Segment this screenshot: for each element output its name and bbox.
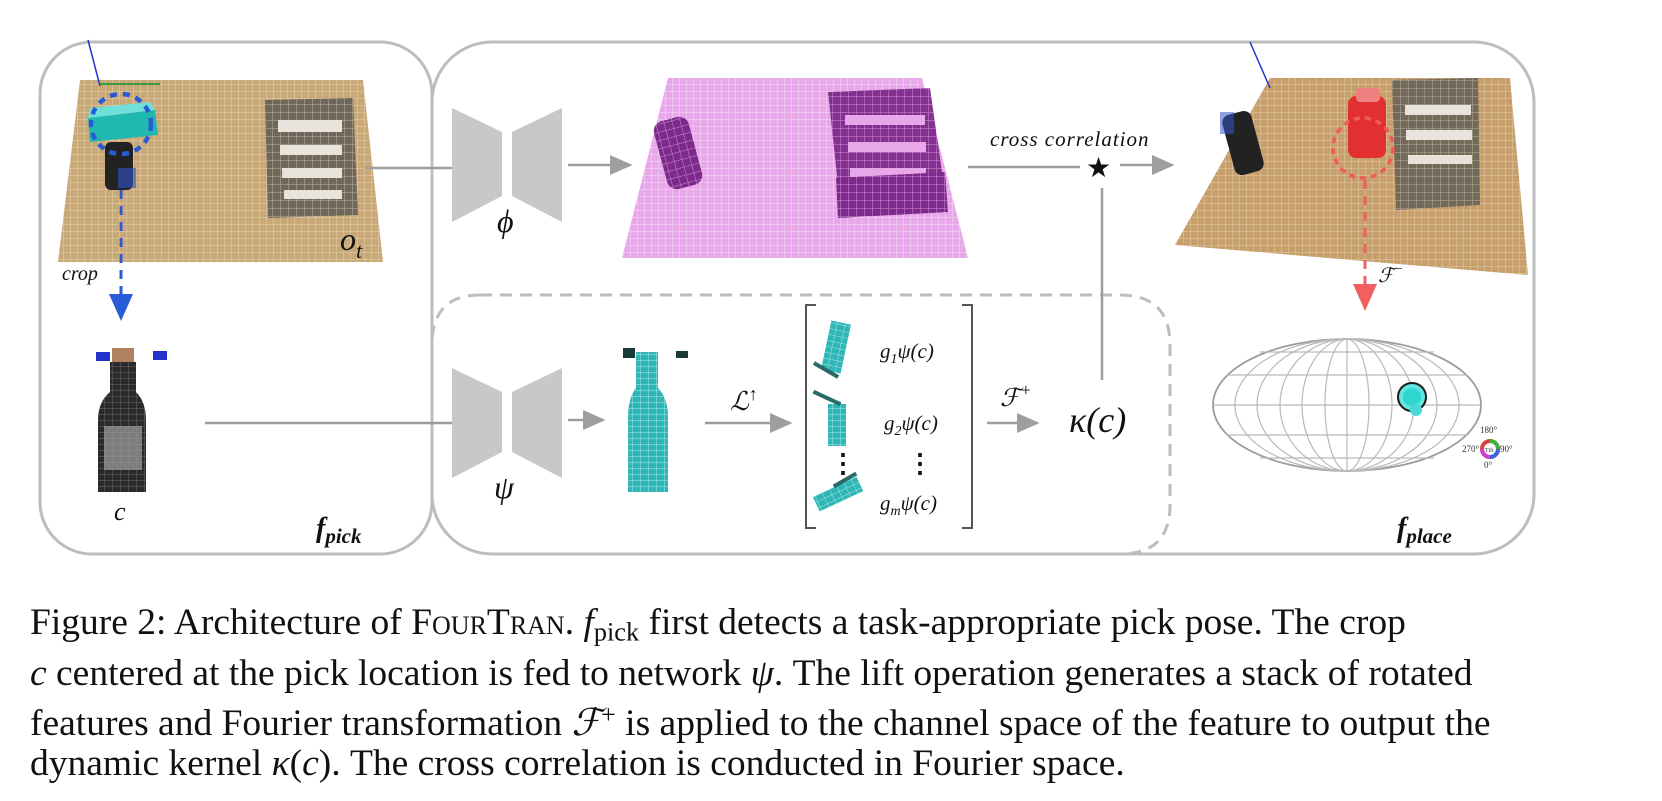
tilt-color-wheel-icon bbox=[1480, 439, 1500, 459]
caption-line-4: dynamic kernel κ(c). The cross correlati… bbox=[30, 743, 1125, 785]
g2-label: g2ψ(c) bbox=[884, 411, 938, 439]
predicted-rotation-marker bbox=[1397, 382, 1427, 416]
fplus-label: ℱ+ bbox=[1000, 380, 1032, 412]
f-place-label: fplace bbox=[1397, 513, 1452, 548]
angle-90-label: 90° bbox=[1500, 444, 1513, 454]
crop-label: crop bbox=[62, 263, 98, 285]
vdots-right-icon: ⋮ bbox=[907, 449, 933, 478]
f-pick-label: fpick bbox=[316, 513, 362, 548]
stack-bracket-left bbox=[805, 304, 816, 529]
cross-correlation-label: cross correlation bbox=[990, 127, 1150, 151]
phi-network-icon bbox=[452, 108, 562, 222]
f-place-panel bbox=[430, 40, 1536, 556]
rotated-feature-2-image bbox=[812, 389, 846, 446]
lift-dashed-panel bbox=[430, 293, 1172, 556]
fminus-label: ℱ− bbox=[1378, 262, 1403, 287]
place-scene-image bbox=[1175, 41, 1528, 275]
pick-scene-image bbox=[58, 39, 383, 262]
star-operator-icon: ★ bbox=[1086, 153, 1111, 184]
psi-feature-bottle-image bbox=[623, 348, 688, 492]
angle-180-label: 180° bbox=[1480, 425, 1498, 435]
psi-network-icon bbox=[452, 368, 562, 478]
o-t-label: ot bbox=[340, 221, 363, 263]
psi-label: ψ bbox=[494, 469, 515, 505]
g1-label: g1ψ(c) bbox=[880, 339, 934, 367]
so3-sphere-plot bbox=[1212, 338, 1482, 472]
stack-bracket-right bbox=[962, 304, 973, 529]
lift-label: ℒ↑ bbox=[730, 384, 758, 416]
angle-tilt-label: Tilt bbox=[1485, 448, 1494, 454]
angle-0-label: 0° bbox=[1484, 460, 1493, 470]
phi-label: ϕ bbox=[497, 203, 514, 239]
figure-caption: Figure 2: Architecture of FourTran. fpic… bbox=[30, 602, 1650, 784]
caption-line-3: features and Fourier transformation ℱ+ i… bbox=[30, 699, 1491, 744]
kappa-label: κ(c) bbox=[1069, 400, 1126, 440]
gm-label: gmψ(c) bbox=[880, 491, 937, 519]
architecture-diagram: ot crop c fpick ϕ cross correlation ★ bbox=[38, 39, 1536, 556]
crop-bottle-image bbox=[96, 348, 167, 492]
caption-line-2: c centered at the pick location is fed t… bbox=[30, 652, 1473, 694]
rotated-feature-1-image bbox=[812, 320, 851, 379]
rotated-feature-m-image bbox=[812, 471, 864, 512]
angle-270-label: 270° bbox=[1462, 444, 1480, 454]
feature-map-image bbox=[622, 78, 968, 258]
vdots-left-icon: ⋮ bbox=[830, 449, 856, 478]
c-label-left: c bbox=[114, 497, 126, 526]
caption-line-1: Figure 2: Architecture of FourTran. fpic… bbox=[30, 602, 1406, 647]
